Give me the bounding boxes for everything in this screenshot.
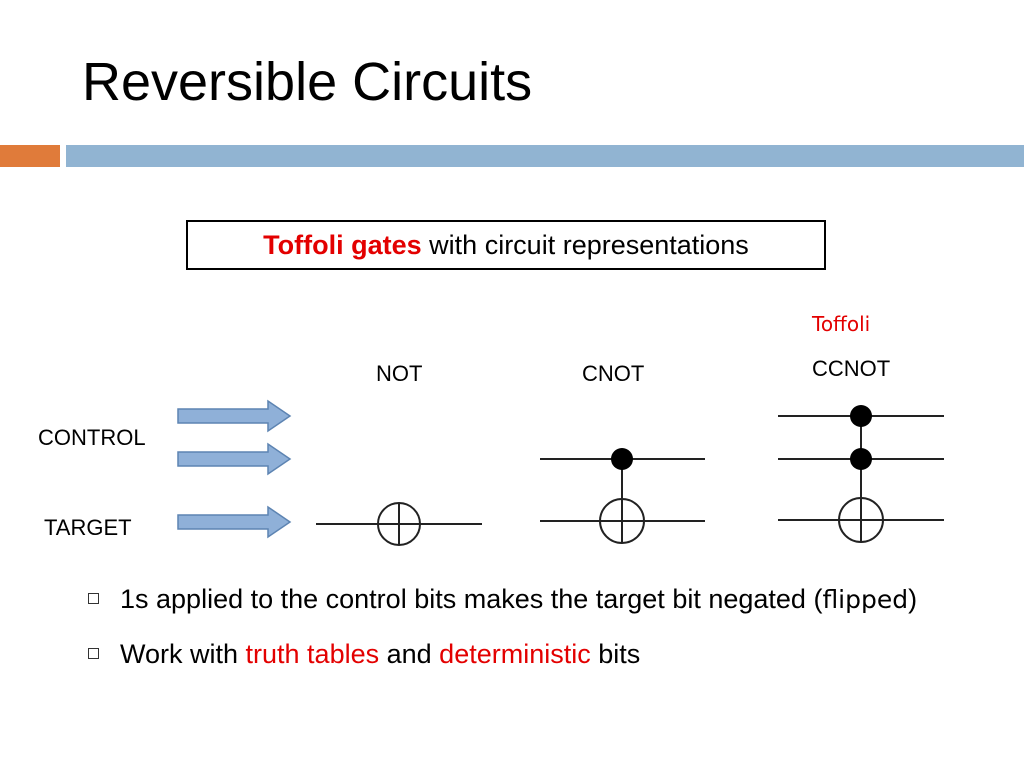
target-arrow: [177, 505, 292, 539]
toffoli-gate-label: Toffoli: [811, 312, 870, 336]
not-gate: [316, 502, 482, 546]
not-gate-label: NOT: [376, 361, 422, 386]
control-arrow-1: [177, 399, 292, 433]
bullet-2-post: bits: [590, 639, 641, 669]
bullet-2-pre: Work with: [120, 639, 246, 669]
cnot-gate: [540, 448, 705, 544]
control-arrow-2: [177, 442, 292, 476]
ccnot-gate-label: CCNOT: [812, 356, 890, 381]
header-accent-bar: [0, 145, 60, 167]
gate-diagram: CONTROL TARGET NOT CNOT Toffoli CCNOT: [38, 312, 944, 546]
bullet-1-paren-open: (: [813, 584, 823, 614]
bullet-1-paren-close: ): [908, 584, 918, 614]
ccnot-gate: [778, 405, 944, 543]
header-divider-bar: [66, 145, 1024, 167]
bullet-1-text: 1s applied to the control bits makes the…: [120, 584, 814, 614]
target-label: TARGET: [44, 515, 132, 540]
callout-text: with circuit representations: [421, 230, 749, 260]
control-label: CONTROL: [38, 425, 146, 450]
cnot-gate-label: CNOT: [582, 361, 644, 386]
bullet-square-icon: [88, 648, 99, 659]
bullet-list: 1s applied to the control bits makes the…: [80, 580, 960, 689]
bullet-2-truth-tables: truth tables: [245, 639, 380, 669]
bullet-1-flipped: flipped: [822, 585, 909, 614]
bullet-item-1: 1s applied to the control bits makes the…: [80, 580, 960, 619]
bullet-square-icon: [88, 593, 99, 604]
bullet-2-mid: and: [379, 639, 440, 669]
callout-highlight: Toffoli gates: [263, 230, 422, 260]
bullet-2-deterministic: deterministic: [439, 639, 591, 669]
slide-title: Reversible Circuits: [82, 52, 533, 112]
toffoli-callout-box: Toffoli gates with circuit representatio…: [186, 220, 826, 270]
bullet-item-2: Work with truth tables and deterministic…: [80, 635, 960, 673]
